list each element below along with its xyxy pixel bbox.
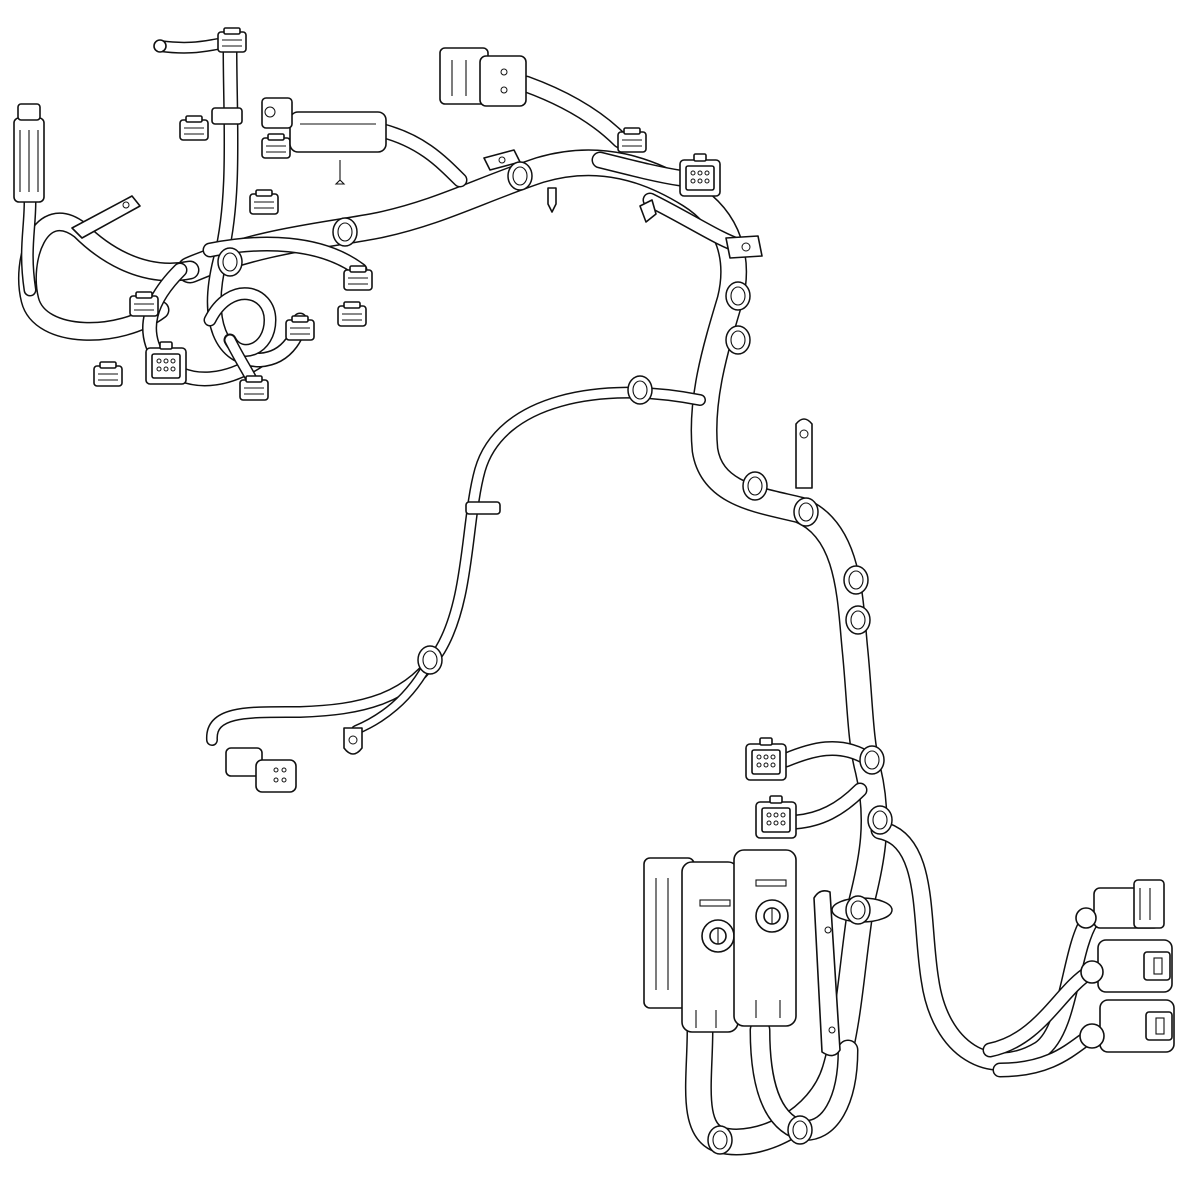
mounting-plate-lower (813, 890, 841, 1057)
tape-wrap-ring (417, 645, 443, 675)
wire-branch-module (372, 122, 468, 188)
ecu-header-left (643, 857, 739, 1033)
wire-branch-lower-conn (778, 740, 878, 768)
connector-side-small (179, 115, 209, 141)
connector-multi-top-right (679, 153, 721, 197)
connector-sensor-f (129, 291, 159, 317)
wire-branch-right-stack (870, 820, 1100, 1071)
wire-end-cap (153, 39, 167, 53)
ecu-header-right (733, 849, 797, 1027)
clip-ring-top (211, 107, 243, 125)
wire-bundles (17, 38, 1100, 1156)
wire-branch-mid-left (202, 236, 368, 278)
tape-wrap-ring (845, 895, 871, 925)
wire-branch-right-mid (982, 964, 1098, 1058)
connector-right-top (1075, 879, 1165, 929)
connector-sensor-d (337, 301, 367, 327)
tape-wrap-ring (627, 375, 653, 405)
branch-end-connector (225, 747, 297, 793)
push-clip-b (639, 199, 657, 223)
tape-wrap-ring (725, 325, 751, 355)
wire-branch-loop-lower (203, 287, 277, 357)
tape-wrap-ring (867, 805, 893, 835)
wire-branch-left-inline (20, 195, 37, 297)
connector-sensor-g (93, 361, 123, 387)
wire-branch-top-dual (517, 75, 629, 149)
wire-branch-top-right-multi (591, 151, 689, 187)
tape-wrap-ring (707, 1125, 733, 1155)
connector-sensor-b (249, 189, 279, 215)
tape-wrap-ring (332, 217, 358, 247)
tape-wrap-ring (742, 471, 768, 501)
connector-top-small (217, 27, 247, 53)
ground-ring-terminal (343, 727, 363, 755)
tape-wrap-ring (507, 161, 533, 191)
connector-sensor-i (617, 127, 647, 153)
connector-multi-lower-a (745, 737, 787, 781)
tape-wrap-ring (787, 1115, 813, 1145)
connector-sensor-a (261, 133, 291, 159)
connector-multi-lower-b (755, 795, 797, 839)
tape-wrap-ring (217, 247, 243, 277)
wire-branch-long (206, 386, 706, 746)
ground-lug-right (725, 235, 763, 259)
tape-wrap-ring (845, 605, 871, 635)
tape-wrap-ring (843, 565, 869, 595)
connector-sensor-e (285, 315, 315, 341)
connector-multi-left (145, 341, 187, 385)
connector-sensor-h (239, 375, 269, 401)
mounting-bracket-middle (795, 418, 813, 489)
tape-wrap-ring (725, 281, 751, 311)
connector-sensor-c (343, 265, 373, 291)
connector-right-middle (1080, 939, 1173, 993)
connector-stack-right (1075, 879, 1175, 1053)
wire-branch-top-small (154, 38, 224, 54)
wire-branch-lower-conn-b (788, 782, 868, 830)
cable-tie-branch (465, 501, 501, 515)
connector-right-bottom (1079, 999, 1175, 1053)
connector-cluster-top-right (439, 47, 763, 259)
bracket-tab-left (71, 195, 141, 239)
connector-cluster-top-left (13, 27, 387, 401)
push-clip-a (547, 187, 557, 213)
connector-dual-top (439, 47, 527, 107)
tape-wrap-ring (793, 497, 819, 527)
tape-wrap-ring (859, 745, 885, 775)
connector-inline-left (13, 103, 45, 203)
inline-module-top (261, 97, 387, 185)
